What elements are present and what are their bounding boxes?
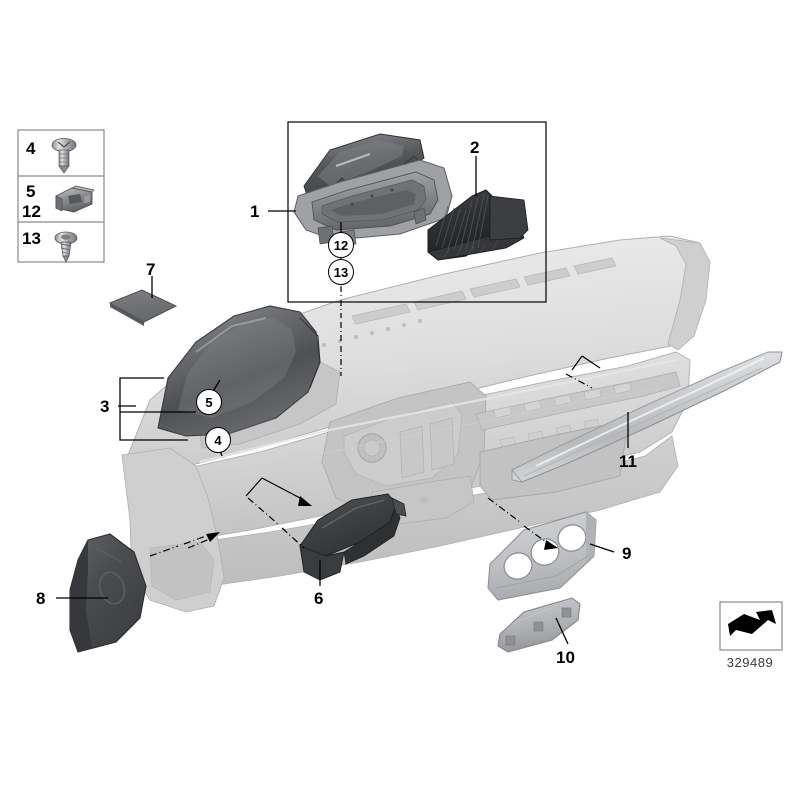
circled-callout-12: 12: [328, 232, 354, 258]
part-9-vent-panel: [487, 511, 597, 601]
leader-arrowheads: [206, 496, 558, 550]
assembly-axis-lines: [149, 286, 601, 557]
part-2-rubber-mat: [427, 189, 529, 261]
callout-8: 8: [36, 589, 46, 608]
callout-3: 3: [100, 397, 110, 416]
legend-number-4: 4: [26, 139, 36, 158]
circled-callout-5: 5: [196, 389, 222, 415]
legend-number-12: 12: [22, 202, 41, 221]
legend-number-5: 5: [26, 182, 36, 201]
part-6-column-trim: [299, 493, 407, 581]
arrow-direction-icon: [728, 610, 776, 636]
leader-lines: [56, 156, 629, 645]
callout-9: 9: [622, 544, 632, 563]
detail-inset-box-frame: [287, 121, 547, 303]
legend-number-13: 13: [22, 229, 41, 248]
part-8-side-end-cap: [69, 533, 147, 653]
callout-10: 10: [556, 648, 575, 667]
pan-head-screw-icon: [51, 138, 77, 174]
callout-7: 7: [146, 260, 156, 279]
callout-6: 6: [314, 589, 324, 608]
part-7-adhesive-pad: [108, 289, 178, 326]
callout-1: 1: [250, 202, 260, 221]
clip-nut-icon: [55, 185, 95, 213]
self-tapping-screw-icon: [54, 231, 78, 263]
callout-2: 2: [470, 138, 480, 157]
circled-callout-13: 13: [328, 259, 354, 285]
reference-number: 329489: [726, 655, 774, 670]
circled-callout-4: 4: [205, 427, 231, 453]
part-10-lower-strip: [497, 597, 581, 653]
part-11-decor-trim: [511, 351, 783, 483]
callout-11: 11: [619, 452, 637, 471]
